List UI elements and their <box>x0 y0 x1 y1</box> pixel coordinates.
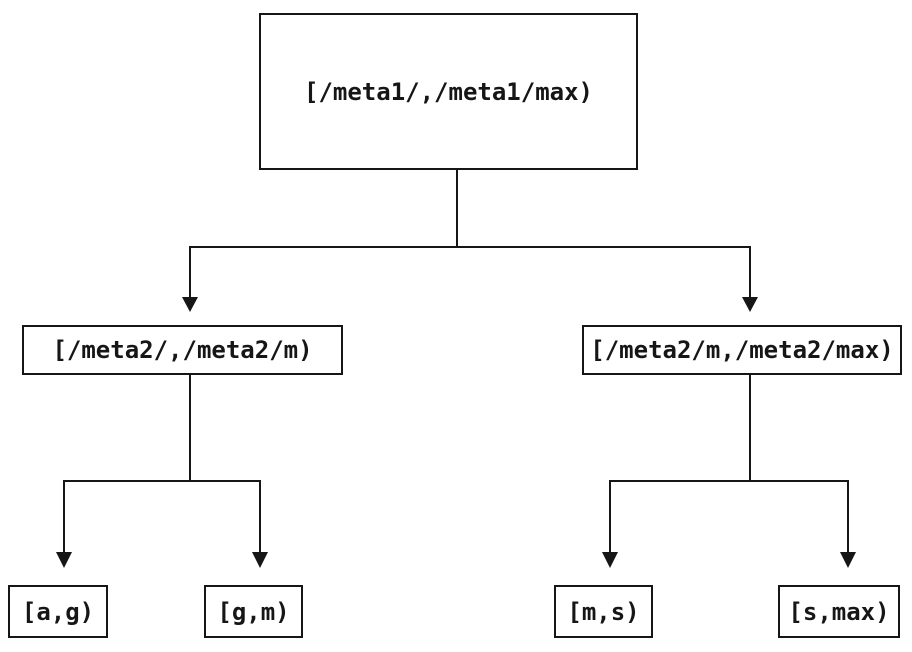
arrowhead-to-left-node <box>182 297 198 312</box>
arrowhead-to-right-node <box>742 297 758 312</box>
tree-leaf-smax: [s,max) <box>778 585 900 638</box>
tree-leaf-gm: [g,m) <box>204 585 303 638</box>
arrowhead-to-leaf-ag <box>56 552 72 568</box>
arrowhead-to-leaf-ms <box>602 552 618 568</box>
tree-leaf-ms: [m,s) <box>554 585 653 638</box>
arrowhead-to-leaf-smax <box>840 552 856 568</box>
tree-node-root: [/meta1/,/meta1/max) <box>259 13 638 170</box>
tree-node-meta2-high: [/meta2/m,/meta2/max) <box>582 325 902 375</box>
tree-leaf-ag: [a,g) <box>8 585 108 638</box>
tree-node-meta2-low: [/meta2/,/meta2/m) <box>22 325 343 375</box>
arrowhead-to-leaf-gm <box>252 552 268 568</box>
